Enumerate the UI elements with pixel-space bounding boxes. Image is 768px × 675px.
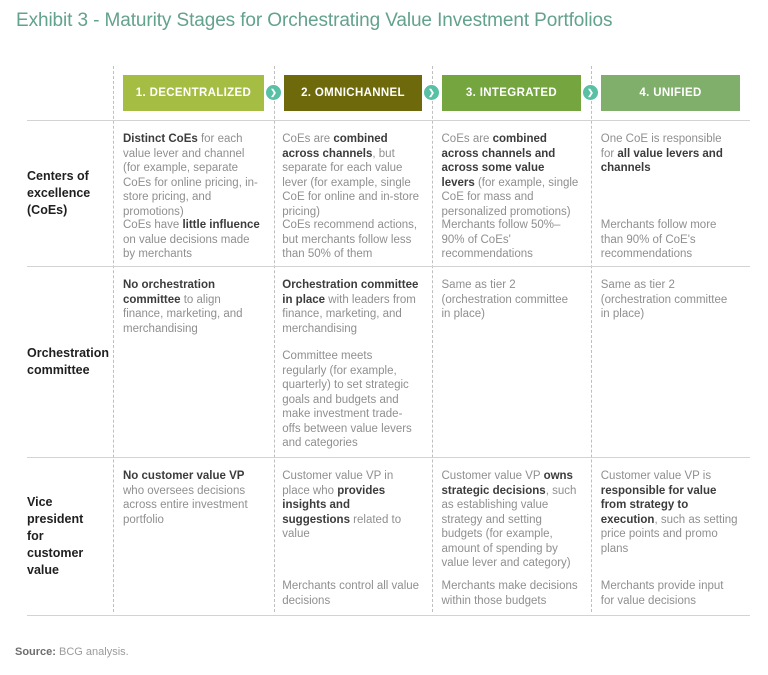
source-note: Source: BCG analysis.	[15, 646, 129, 658]
cell-paragraph: Customer value VP is responsible for val…	[600, 470, 738, 555]
column-divider	[274, 66, 275, 612]
exhibit-title: Exhibit 3 - Maturity Stages for Orchestr…	[16, 10, 613, 31]
cell-paragraph: Customer value VP owns strategic decisio…	[441, 470, 577, 569]
table-cell: No customer value VP who oversees decisi…	[113, 458, 272, 615]
source-label: Source:	[15, 646, 56, 658]
cell-paragraph: One CoE is responsible for all value lev…	[600, 133, 723, 174]
stage-box-integrated: 3. INTEGRATED	[442, 75, 581, 111]
table-cell: Customer value VP owns strategic decisio…	[432, 458, 591, 615]
table-cell: CoEs are combined across channels and ac…	[432, 121, 591, 266]
stage-box-decentralized: 1. DECENTRALIZED	[123, 75, 264, 111]
cell-paragraph: CoEs recommend actions, but merchants fo…	[282, 219, 418, 260]
cell-paragraph: Merchants follow more than 90% of CoE's …	[600, 219, 717, 260]
table-cell: Same as tier 2 (orchestration committee …	[432, 267, 591, 457]
chevron-right-icon: ❯	[583, 85, 598, 100]
table-row-vp-customer-value: Vice president for customer value No cus…	[27, 457, 750, 616]
cell-paragraph: No orchestration committee to align fina…	[123, 279, 243, 335]
cell-paragraph: Customer value VP in place who provides …	[282, 470, 402, 540]
table-cell: Orchestration committee in place with le…	[272, 267, 431, 457]
row-label: Vice president for customer value	[27, 495, 84, 577]
cell-paragraph: Merchants control all value decisions	[282, 580, 420, 607]
stage-box-unified: 4. UNIFIED	[601, 75, 740, 111]
cell-paragraph: CoEs have little influence on value deci…	[123, 219, 260, 260]
table-cell: One CoE is responsible for all value lev…	[591, 121, 750, 266]
cell-paragraph: CoEs are combined across channels, but s…	[282, 133, 420, 218]
source-text: BCG analysis.	[55, 646, 129, 658]
cell-paragraph: Same as tier 2 (orchestration committee …	[441, 279, 569, 320]
table-cell: Customer value VP in place who provides …	[272, 458, 431, 615]
chevron-right-icon: ❯	[424, 85, 439, 100]
cell-paragraph: Distinct CoEs for each value lever and c…	[123, 133, 258, 218]
row-label: Centers of excellence (CoEs)	[27, 169, 91, 217]
table-cell: No orchestration committee to align fina…	[113, 267, 272, 457]
table-cell: Same as tier 2 (orchestration committee …	[591, 267, 750, 457]
cell-paragraph: Committee meets regularly (for example, …	[282, 350, 412, 449]
cell-paragraph: Merchants make decisions within those bu…	[441, 580, 578, 607]
cell-paragraph: Same as tier 2 (orchestration committee …	[600, 279, 728, 320]
maturity-table: 1. DECENTRALIZED ❯ 2. OMNICHANNEL ❯ 3. I…	[27, 66, 750, 616]
cell-paragraph: Merchants provide input for value decisi…	[600, 580, 724, 607]
table-cell: Distinct CoEs for each value lever and c…	[113, 121, 272, 266]
column-divider	[591, 66, 592, 612]
cell-paragraph: Merchants follow 50%–90% of CoEs' recomm…	[441, 219, 561, 260]
chevron-right-icon: ❯	[266, 85, 281, 100]
cell-paragraph: CoEs are combined across channels and ac…	[441, 133, 579, 218]
table-cell: Customer value VP is responsible for val…	[591, 458, 750, 615]
stage-box-omnichannel: 2. OMNICHANNEL	[284, 75, 422, 111]
cell-paragraph: No customer value VP who oversees decisi…	[123, 470, 248, 526]
column-divider	[113, 66, 114, 612]
row-label: Orchestration committee	[27, 346, 109, 377]
table-cell: CoEs are combined across channels, but s…	[272, 121, 431, 266]
cell-paragraph: Orchestration committee in place with le…	[282, 279, 419, 335]
stage-header-row: 1. DECENTRALIZED ❯ 2. OMNICHANNEL ❯ 3. I…	[27, 66, 750, 120]
table-row-coes: Centers of excellence (CoEs) Distinct Co…	[27, 120, 750, 266]
table-row-orchestration-committee: Orchestration committee No orchestration…	[27, 266, 750, 457]
column-divider	[432, 66, 433, 612]
